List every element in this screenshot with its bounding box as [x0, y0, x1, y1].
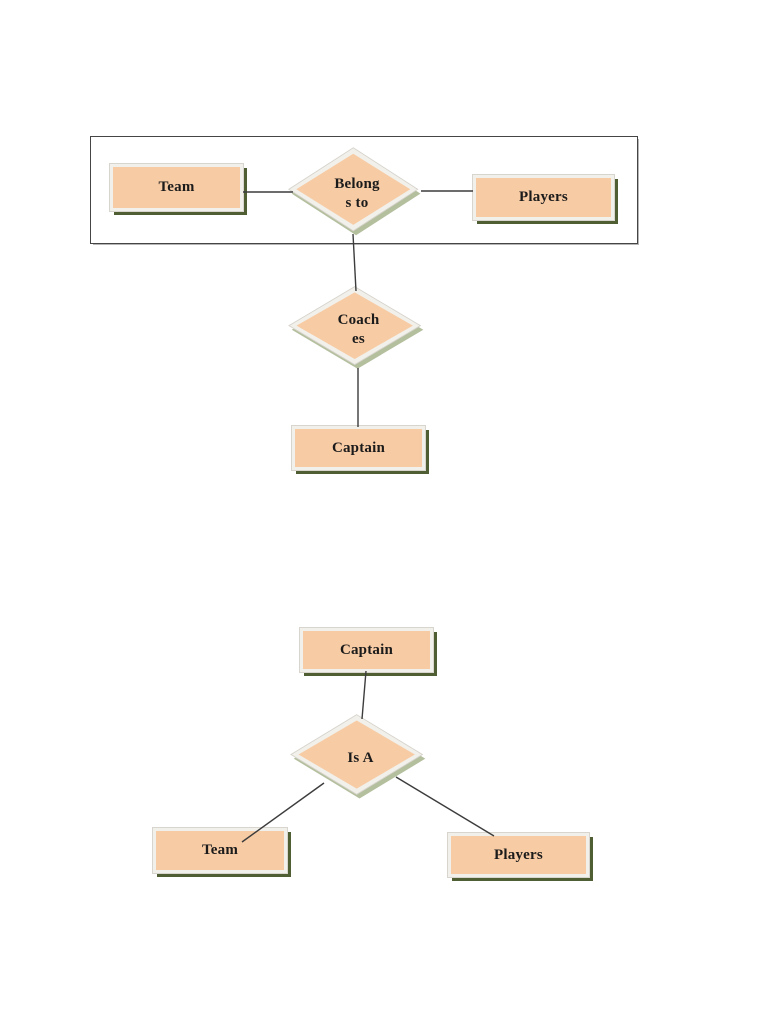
belongs-to-label: Belong s to: [334, 175, 380, 211]
coaches-label: Coach es: [337, 311, 380, 347]
diagram1-boundary-box: [90, 136, 638, 244]
entity-team-top: Team: [109, 163, 244, 212]
entity-team-bottom: Team: [152, 827, 288, 874]
coaches-diamond-shape: [288, 286, 424, 369]
entity-team-top-label: Team: [158, 179, 195, 195]
entity-captain-bottom: Captain: [299, 627, 434, 673]
is-a-label: Is A: [347, 750, 374, 766]
entity-players-bottom: Players: [447, 832, 590, 878]
belongs-to-diamond-shape: [288, 147, 421, 236]
relationship-belongs-to: Belong s to: [288, 147, 424, 238]
entity-captain-bottom-label: Captain: [339, 641, 394, 658]
entity-captain-top-label: Captain: [331, 439, 386, 456]
relationship-is-a: Is A: [290, 714, 429, 801]
is-a-diamond-shape: [290, 714, 426, 799]
entity-captain-top: Captain: [291, 425, 426, 471]
relationship-coaches: Coach es: [288, 286, 427, 371]
connector-captain-isa: [361, 670, 367, 720]
entity-players-bottom-label: Players: [494, 846, 543, 863]
entity-players-top-label: Players: [519, 189, 568, 205]
entity-team-bottom-label: Team: [201, 842, 239, 858]
entity-players-top: Players: [472, 174, 615, 221]
